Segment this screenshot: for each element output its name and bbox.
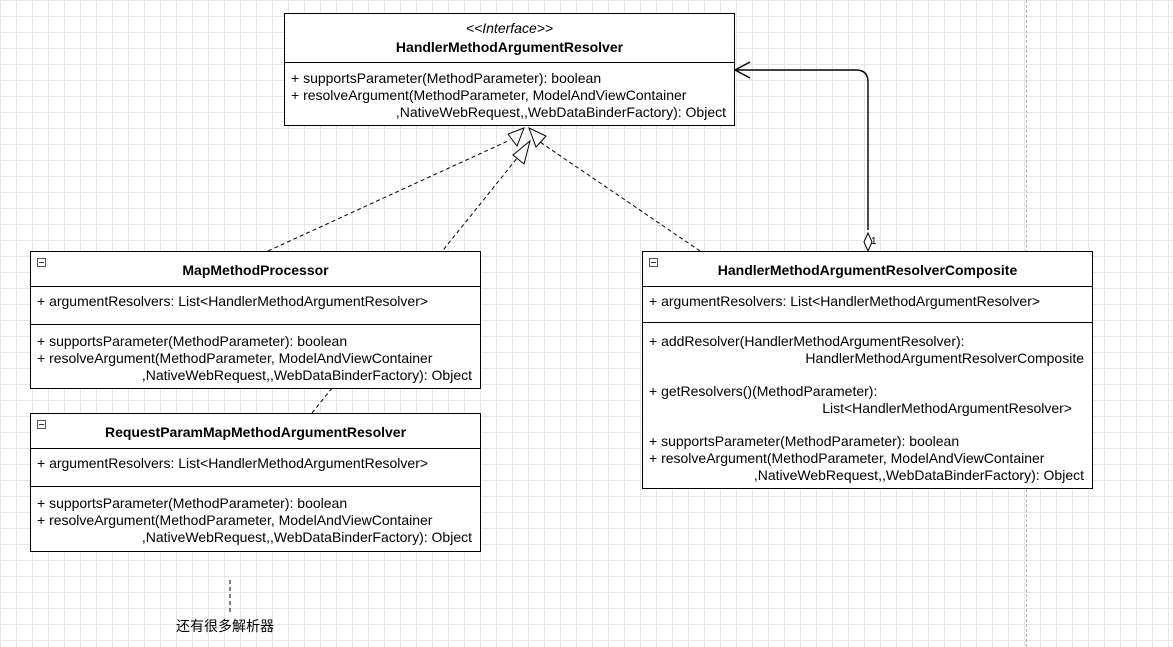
class-name: HandlerMethodArgumentResolverComposite: [717, 262, 1018, 278]
class-handler-method-argument-resolver-composite[interactable]: HandlerMethodArgumentResolverComposite +…: [642, 251, 1093, 489]
realization-arrowhead-2: [512, 139, 531, 165]
methods-section: + supportsParameter(MethodParameter): bo…: [285, 63, 734, 126]
realization-edge-map-processor: [267, 139, 511, 252]
method: + resolveArgument(MethodParameter, Model…: [291, 87, 687, 103]
class-header: <<Interface>> HandlerMethodArgumentResol…: [285, 14, 734, 63]
method: + resolveArgument(MethodParameter, Model…: [649, 450, 1045, 466]
attribute: + argumentResolvers: List<HandlerMethodA…: [37, 293, 429, 309]
method: + resolveArgument(MethodParameter, Model…: [37, 512, 433, 528]
realization-arrowhead-3: [528, 127, 547, 148]
method-continuation: ,NativeWebRequest,,WebDataBinderFactory)…: [141, 529, 472, 545]
class-name: HandlerMethodArgumentResolver: [395, 39, 624, 55]
class-header: RequestParamMapMethodArgumentResolver: [31, 414, 480, 449]
method-continuation: ,NativeWebRequest,,WebDataBinderFactory)…: [753, 467, 1084, 483]
method: + resolveArgument(MethodParameter, Model…: [37, 350, 433, 366]
class-header: HandlerMethodArgumentResolverComposite: [643, 252, 1092, 287]
method: + supportsParameter(MethodParameter): bo…: [37, 495, 348, 511]
methods-section: + supportsParameter(MethodParameter): bo…: [31, 325, 480, 389]
class-name: MapMethodProcessor: [182, 262, 329, 278]
attribute: + argumentResolvers: List<HandlerMethodA…: [649, 293, 1041, 309]
attributes-section: + argumentResolvers: List<HandlerMethodA…: [31, 287, 480, 325]
attributes-section: + argumentResolvers: List<HandlerMethodA…: [31, 449, 480, 487]
method: + addResolver(HandlerMethodArgumentResol…: [649, 333, 965, 349]
method: + supportsParameter(MethodParameter): bo…: [37, 333, 348, 349]
methods-section: + supportsParameter(MethodParameter): bo…: [31, 487, 480, 551]
class-request-param-map-method-argument-resolver[interactable]: RequestParamMapMethodArgumentResolver + …: [30, 413, 481, 552]
methods-section: + addResolver(HandlerMethodArgumentResol…: [643, 323, 1092, 489]
aggregation-arrowhead: [733, 61, 751, 79]
aggregation-edge: [736, 69, 869, 230]
realization-arrowhead-1: [507, 127, 525, 148]
realization-edge-composite: [539, 141, 701, 252]
method-continuation: HandlerMethodArgumentResolverComposite: [805, 350, 1084, 366]
method: + getResolvers()(MethodParameter):: [649, 383, 878, 399]
method: + supportsParameter(MethodParameter): bo…: [649, 433, 960, 449]
method-continuation: ,NativeWebRequest,,WebDataBinderFactory)…: [141, 367, 472, 383]
note-label[interactable]: 还有很多解析器: [176, 618, 274, 634]
class-header: MapMethodProcessor: [31, 252, 480, 287]
attributes-section: + argumentResolvers: List<HandlerMethodA…: [643, 287, 1092, 323]
stereotype-label: <<Interface>>: [465, 20, 554, 36]
multiplicity-label: 1: [871, 236, 877, 247]
attribute: + argumentResolvers: List<HandlerMethodA…: [37, 455, 429, 471]
class-name: RequestParamMapMethodArgumentResolver: [104, 424, 407, 440]
collapse-icon[interactable]: [37, 258, 46, 267]
interface-handler-method-argument-resolver[interactable]: <<Interface>> HandlerMethodArgumentResol…: [284, 13, 735, 126]
class-map-method-processor[interactable]: MapMethodProcessor + argumentResolvers: …: [30, 251, 481, 389]
method-continuation: List<HandlerMethodArgumentResolver>: [822, 400, 1072, 416]
collapse-icon[interactable]: [37, 420, 46, 429]
method-continuation: ,NativeWebRequest,,WebDataBinderFactory)…: [395, 104, 726, 120]
collapse-icon[interactable]: [649, 258, 658, 267]
method: + supportsParameter(MethodParameter): bo…: [291, 70, 602, 86]
